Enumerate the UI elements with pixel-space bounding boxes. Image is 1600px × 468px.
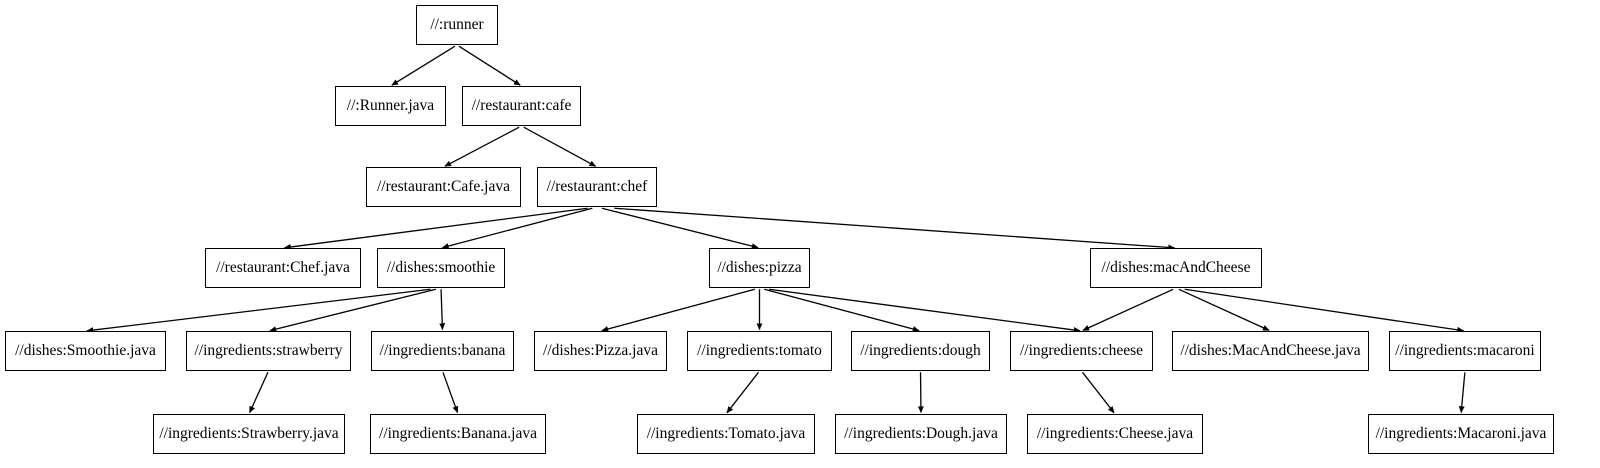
graph-node-label: //:runner xyxy=(430,16,484,34)
graph-node-tomato-java[interactable]: //ingredients:Tomato.java xyxy=(637,414,815,454)
graph-node-restaurant-chef[interactable]: //restaurant:chef xyxy=(537,167,657,207)
graph-edge-runner-to-runner-java xyxy=(391,45,456,86)
graph-node-chef-java[interactable]: //restaurant:Chef.java xyxy=(205,248,361,288)
graph-node-label: //dishes:Smoothie.java xyxy=(15,342,156,360)
graph-node-dishes-mac[interactable]: //dishes:macAndCheese xyxy=(1090,248,1262,288)
graph-node-mac-java[interactable]: //dishes:MacAndCheese.java xyxy=(1172,331,1369,371)
graph-edge-dishes-mac-to-ing-macaroni xyxy=(1184,288,1465,333)
graph-node-smoothie-java[interactable]: //dishes:Smoothie.java xyxy=(5,331,166,371)
graph-edge-dishes-smoothie-to-ing-strawberry xyxy=(269,288,436,333)
graph-node-ing-macaroni[interactable]: //ingredients:macaroni xyxy=(1389,331,1541,371)
graph-edge-ing-cheese-to-cheese-java xyxy=(1081,371,1115,414)
graph-edge-restaurant-cafe-to-restaurant-chef xyxy=(523,126,597,167)
graph-node-banana-java[interactable]: //ingredients:Banana.java xyxy=(370,414,546,454)
graph-node-label: //ingredients:Dough.java xyxy=(844,425,998,443)
graph-node-ing-tomato[interactable]: //ingredients:tomato xyxy=(687,331,832,371)
graph-node-label: //dishes:pizza xyxy=(717,259,802,277)
graph-node-label: //dishes:MacAndCheese.java xyxy=(1180,342,1361,360)
graph-edge-ing-macaroni-to-macaroni-java xyxy=(1458,372,1466,414)
graph-node-label: //ingredients:strawberry xyxy=(194,342,343,360)
graph-node-label: //dishes:macAndCheese xyxy=(1101,259,1251,277)
graph-edge-dishes-pizza-to-pizza-java xyxy=(601,288,755,332)
graph-node-ing-cheese[interactable]: //ingredients:cheese xyxy=(1010,331,1153,371)
graph-node-dough-java[interactable]: //ingredients:Dough.java xyxy=(835,414,1007,454)
graph-edge-ing-tomato-to-tomato-java xyxy=(726,371,760,414)
graph-edge-dishes-pizza-to-ing-cheese xyxy=(769,288,1081,333)
graph-node-label: //ingredients:Cheese.java xyxy=(1036,425,1194,443)
graph-node-label: //ingredients:Macaroni.java xyxy=(1375,425,1547,443)
graph-node-label: //ingredients:Tomato.java xyxy=(646,425,806,443)
graph-edge-dishes-smoothie-to-smoothie-java xyxy=(86,288,431,334)
graph-node-ing-banana[interactable]: //ingredients:banana xyxy=(371,331,514,371)
graph-node-label: //restaurant:chef xyxy=(546,178,648,196)
graph-edge-ing-banana-to-banana-java xyxy=(442,372,459,414)
graph-node-strawberry-java[interactable]: //ingredients:Strawberry.java xyxy=(153,414,345,454)
graph-node-label: //ingredients:cheese xyxy=(1019,342,1144,360)
graph-node-label: //ingredients:Banana.java xyxy=(379,425,537,443)
graph-edge-dishes-smoothie-to-ing-banana xyxy=(439,289,446,331)
graph-node-dishes-pizza[interactable]: //dishes:pizza xyxy=(709,248,810,288)
graph-node-label: //ingredients:macaroni xyxy=(1395,342,1535,360)
graph-node-restaurant-cafe[interactable]: //restaurant:cafe xyxy=(462,86,581,126)
graph-node-runner[interactable]: //:runner xyxy=(416,5,498,45)
graph-edge-dishes-mac-to-ing-cheese xyxy=(1082,288,1174,331)
graph-node-ing-dough[interactable]: //ingredients:dough xyxy=(851,331,990,371)
graph-node-label: //restaurant:Cafe.java xyxy=(377,178,510,196)
graph-edge-dishes-mac-to-mac-java xyxy=(1178,288,1270,331)
graph-node-ing-strawberry[interactable]: //ingredients:strawberry xyxy=(186,331,351,371)
graph-node-runner-java[interactable]: //:Runner.java xyxy=(335,86,446,126)
graph-edge-restaurant-cafe-to-cafe-java xyxy=(444,126,520,167)
graph-edge-restaurant-chef-to-dishes-mac xyxy=(614,207,1176,251)
graph-edge-runner-to-restaurant-cafe xyxy=(458,45,521,86)
graph-edge-restaurant-chef-to-chef-java xyxy=(283,207,588,250)
graph-node-label: //ingredients:Strawberry.java xyxy=(159,425,339,443)
graph-node-pizza-java[interactable]: //dishes:Pizza.java xyxy=(534,331,667,371)
graph-edge-dishes-pizza-to-ing-dough xyxy=(764,288,920,332)
graph-edge-restaurant-chef-to-dishes-pizza xyxy=(601,207,759,249)
graph-node-cheese-java[interactable]: //ingredients:Cheese.java xyxy=(1027,414,1203,454)
graph-node-label: //ingredients:dough xyxy=(860,342,981,360)
graph-node-label: //dishes:smoothie xyxy=(386,259,496,277)
graph-node-label: //restaurant:Chef.java xyxy=(216,259,350,277)
graph-node-label: //:Runner.java xyxy=(346,97,435,115)
graph-node-label: //dishes:Pizza.java xyxy=(543,342,658,360)
graph-node-label: //ingredients:tomato xyxy=(697,342,822,360)
graph-node-macaroni-java[interactable]: //ingredients:Macaroni.java xyxy=(1368,414,1554,454)
graph-edge-ing-strawberry-to-strawberry-java xyxy=(249,372,269,414)
graph-node-cafe-java[interactable]: //restaurant:Cafe.java xyxy=(366,167,521,207)
graph-node-dishes-smoothie[interactable]: //dishes:smoothie xyxy=(377,248,505,288)
graph-node-label: //ingredients:banana xyxy=(379,342,506,360)
graph-node-label: //restaurant:cafe xyxy=(471,97,572,115)
graph-edge-restaurant-chef-to-dishes-smoothie xyxy=(441,207,593,249)
